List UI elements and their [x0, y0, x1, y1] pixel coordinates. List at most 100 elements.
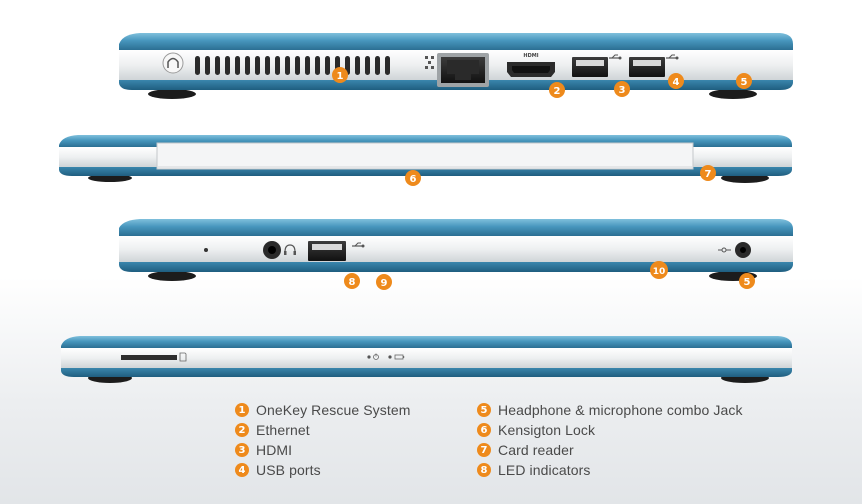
foot [709, 89, 757, 99]
legend-number-badge: 8 [477, 463, 491, 477]
hdmi-port [507, 62, 555, 77]
ethernet-port [437, 53, 489, 87]
legend-item: 2 Ethernet [235, 422, 411, 438]
usb-port [629, 57, 665, 77]
right-side-view [119, 219, 793, 281]
power-led [367, 355, 371, 359]
legend-label: HDMI [256, 442, 293, 458]
audio-jack [263, 241, 281, 259]
lid [61, 336, 792, 348]
legend-right-column: 5 Headphone & microphone combo Jack 6 Ke… [477, 402, 743, 478]
power-icon [718, 247, 731, 253]
vent-slot [235, 56, 240, 75]
vent-grille [195, 56, 390, 75]
legend-item: 7 Card reader [477, 442, 743, 458]
callout-badge: 9 [376, 274, 392, 290]
legend-label: OneKey Rescue System [256, 402, 411, 418]
callout-badge: 1 [332, 67, 348, 83]
callout-badge: 5 [736, 73, 752, 89]
legend-item: 1 OneKey Rescue System [235, 402, 411, 418]
chassis-body [61, 348, 792, 368]
svg-text:1: 1 [337, 71, 344, 82]
hdmi-text-icon: HDMI [523, 53, 538, 59]
base-trim [119, 262, 793, 272]
back-side-view [59, 135, 792, 183]
chassis-body [119, 236, 793, 262]
usb-port [308, 241, 346, 261]
legend-label: Card reader [498, 442, 574, 458]
legend-item: 5 Headphone & microphone combo Jack [477, 402, 743, 418]
vent-slot [205, 56, 210, 75]
vent-slot [315, 56, 320, 75]
callout-badges: 1 2 3 4 5 6 7 8 [332, 67, 755, 290]
svg-text:10: 10 [653, 267, 666, 277]
legend-item: 3 HDMI [235, 442, 411, 458]
led-indicators [367, 353, 405, 360]
svg-text:4: 4 [673, 77, 680, 88]
svg-text:5: 5 [744, 277, 751, 288]
usb-icon [666, 54, 679, 60]
legend-item: 8 LED indicators [477, 462, 743, 478]
battery-led-icon [394, 354, 405, 360]
callout-badge: 8 [344, 273, 360, 289]
left-side-view: HDMI [119, 33, 793, 99]
callout-badge: 2 [549, 82, 565, 98]
vent-slot [295, 56, 300, 75]
legend-label: USB ports [256, 462, 321, 478]
vent-slot [385, 56, 390, 75]
foot [148, 89, 196, 99]
vent-slot [355, 56, 360, 75]
vent-slot [225, 56, 230, 75]
svg-text:8: 8 [349, 277, 356, 288]
base-trim [61, 368, 792, 377]
svg-text:9: 9 [381, 278, 388, 289]
hinge-panel [156, 142, 694, 170]
svg-text:5: 5 [741, 77, 748, 88]
laptop-side-views-diagram: HDMI [59, 33, 793, 383]
callout-badge: 7 [700, 165, 716, 181]
lid [119, 33, 793, 50]
vent-slot [265, 56, 270, 75]
usb-icon [352, 242, 365, 248]
legend-label: Ethernet [256, 422, 310, 438]
vent-slot [325, 56, 330, 75]
callout-badge: 6 [405, 170, 421, 186]
legend-number-badge: 5 [477, 403, 491, 417]
headphone-icon [284, 244, 296, 255]
legend-item: 6 Kensigton Lock [477, 422, 743, 438]
power-led-icon [373, 353, 379, 360]
card-icon [179, 352, 187, 362]
svg-text:2: 2 [554, 86, 561, 97]
legend-number-badge: 3 [235, 443, 249, 457]
legend-number-badge: 1 [235, 403, 249, 417]
legend-label: Headphone & microphone combo Jack [498, 402, 743, 418]
vent-slot [365, 56, 370, 75]
legend-label: LED indicators [498, 462, 591, 478]
callout-badge: 3 [614, 81, 630, 97]
legend-left-column: 1 OneKey Rescue System 2 Ethernet 3 HDMI… [235, 402, 411, 478]
legend-number-badge: 2 [235, 423, 249, 437]
callout-badge: 5 [739, 273, 755, 289]
legend-number-badge: 7 [477, 443, 491, 457]
onekey-button-icon [162, 52, 184, 74]
vent-slot [275, 56, 280, 75]
vent-slot [245, 56, 250, 75]
legend-number-badge: 6 [477, 423, 491, 437]
pinhole [204, 248, 208, 252]
vent-slot [215, 56, 220, 75]
callout-badge: 4 [668, 73, 684, 89]
legend-item: 4 USB ports [235, 462, 411, 478]
usb-port [572, 57, 608, 77]
svg-text:7: 7 [705, 169, 712, 180]
svg-text:3: 3 [619, 85, 626, 96]
battery-led [388, 355, 392, 359]
legend-label: Kensigton Lock [498, 422, 596, 438]
vent-slot [195, 56, 200, 75]
front-side-view [61, 336, 792, 383]
foot [148, 271, 196, 281]
lid [119, 219, 793, 236]
vent-slot [375, 56, 380, 75]
vent-slot [285, 56, 290, 75]
usb-icon [609, 54, 622, 60]
svg-text:6: 6 [410, 174, 417, 185]
